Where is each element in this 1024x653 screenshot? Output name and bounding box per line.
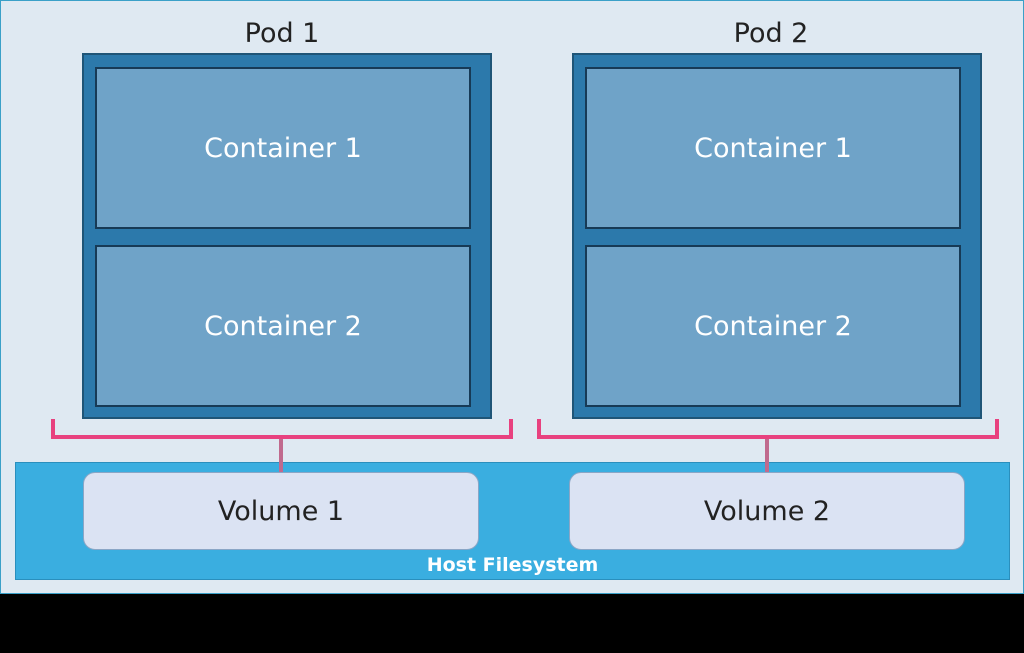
pod-2-volume-connector <box>765 439 769 473</box>
pod-1-bracket <box>51 419 513 439</box>
pod-2-container-2: Container 2 <box>585 245 961 407</box>
pod-1-container-2: Container 2 <box>95 245 471 407</box>
diagram-canvas: Pod 1 Container 1 Container 2 Pod 2 Cont… <box>0 0 1024 594</box>
host-filesystem-label: Host Filesystem <box>426 554 599 576</box>
pod-1-volume-connector <box>279 439 283 473</box>
volume-2: Volume 2 <box>569 472 965 550</box>
pod-2-bracket <box>537 419 999 439</box>
pod-1-title: Pod 1 <box>244 18 320 49</box>
pod-2-title: Pod 2 <box>733 18 809 49</box>
pod-1-container-1: Container 1 <box>95 67 471 229</box>
volume-1: Volume 1 <box>83 472 479 550</box>
pod-1: Container 1 Container 2 <box>82 53 492 419</box>
pod-2: Container 1 Container 2 <box>572 53 982 419</box>
pod-2-container-1: Container 1 <box>585 67 961 229</box>
